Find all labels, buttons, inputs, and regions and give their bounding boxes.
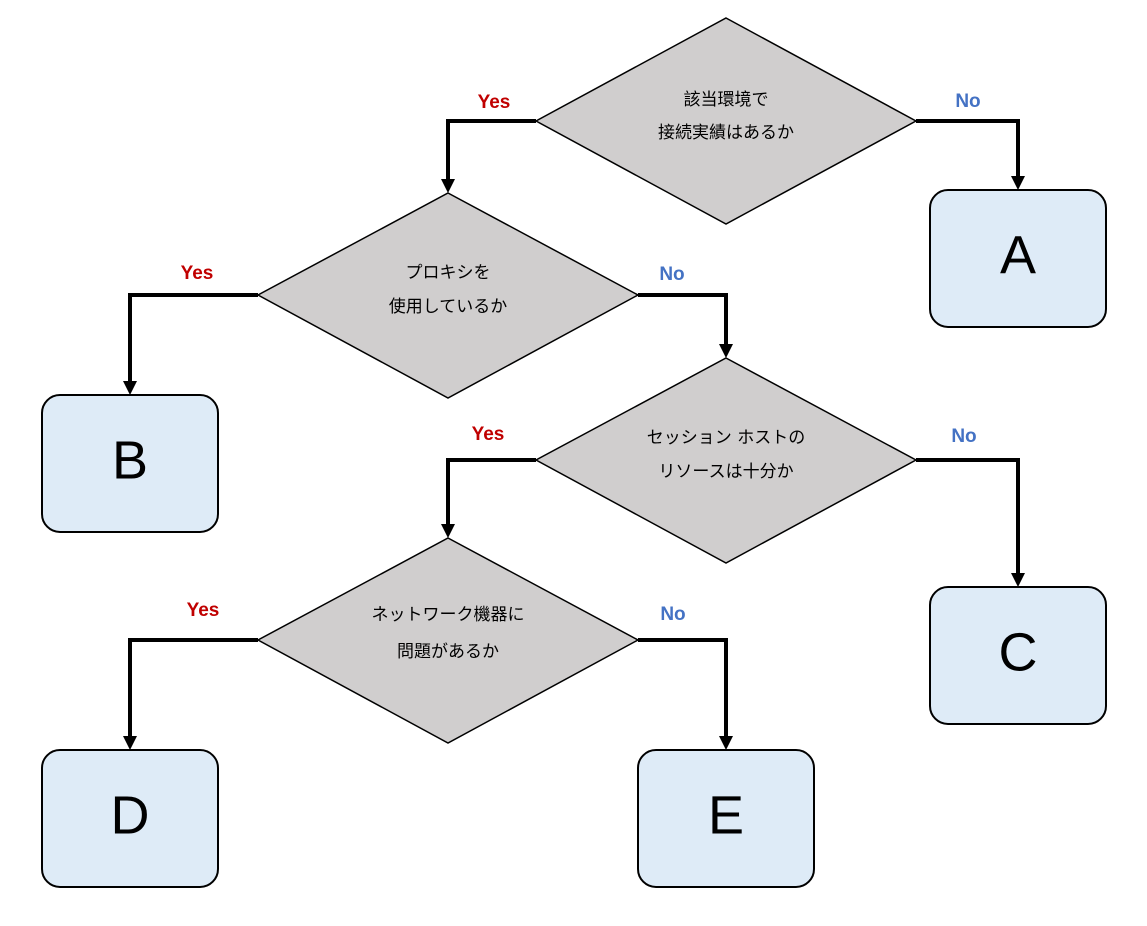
decision-3-yes-label: Yes bbox=[472, 424, 505, 445]
decision-1-line-2: 接続実績はあるか bbox=[658, 123, 794, 143]
decision-1-line-1: 該当環境で bbox=[684, 90, 769, 110]
outcome-d: D bbox=[41, 749, 219, 888]
decision-3-line-1: セッション ホストの bbox=[647, 428, 805, 448]
decision-4: ネットワーク機器に 問題があるか bbox=[256, 537, 640, 744]
decision-diamond bbox=[534, 17, 918, 225]
outcome-label: B bbox=[112, 430, 148, 490]
decision-4-line-1: ネットワーク機器に bbox=[372, 605, 525, 625]
decision-diamond bbox=[256, 537, 640, 744]
outcome-a: A bbox=[929, 189, 1107, 328]
outcome-e: E bbox=[637, 749, 815, 888]
connector-q3-no-to-c bbox=[916, 458, 1025, 587]
connector-q2-yes-to-b bbox=[123, 293, 258, 395]
connector-q2-no-to-q3 bbox=[638, 293, 733, 358]
outcome-box bbox=[41, 394, 219, 533]
decision-2-no-label: No bbox=[659, 264, 684, 285]
outcome-label: A bbox=[1000, 225, 1036, 285]
outcome-box bbox=[637, 749, 815, 888]
outcome-label: C bbox=[999, 622, 1038, 682]
decision-4-yes-label: Yes bbox=[187, 600, 220, 621]
outcome-box bbox=[929, 586, 1107, 725]
decision-1: 該当環境で 接続実績はあるか bbox=[534, 17, 918, 225]
decision-4-line-2: 問題があるか bbox=[397, 642, 499, 662]
outcome-c: C bbox=[929, 586, 1107, 725]
decision-1-no-label: No bbox=[955, 91, 980, 112]
decision-4-no-label: No bbox=[660, 604, 685, 625]
outcome-box bbox=[929, 189, 1107, 328]
decision-2-yes-label: Yes bbox=[181, 263, 214, 284]
decision-2-line-2: 使用しているか bbox=[389, 296, 508, 317]
outcome-label: D bbox=[111, 785, 150, 845]
outcome-box bbox=[41, 749, 219, 888]
decision-3-line-2: リソースは十分か bbox=[658, 462, 793, 482]
decision-3-no-label: No bbox=[951, 426, 976, 447]
connector-q1-yes-to-q2 bbox=[441, 119, 536, 193]
decision-3: セッション ホストの リソースは十分か bbox=[534, 357, 918, 564]
decision-2-line-1: プロキシを bbox=[406, 263, 491, 283]
outcome-label: E bbox=[708, 785, 744, 845]
outcome-b: B bbox=[41, 394, 219, 533]
connector-q4-yes-to-d bbox=[123, 638, 258, 750]
connector-q3-yes-to-q4 bbox=[441, 458, 536, 538]
decision-diamond bbox=[256, 192, 640, 399]
decision-1-yes-label: Yes bbox=[478, 92, 511, 113]
decision-2: プロキシを 使用しているか bbox=[256, 192, 640, 399]
decision-diamond bbox=[534, 357, 918, 564]
connector-q4-no-to-e bbox=[638, 638, 733, 750]
connector-q1-no-to-a bbox=[916, 119, 1025, 190]
